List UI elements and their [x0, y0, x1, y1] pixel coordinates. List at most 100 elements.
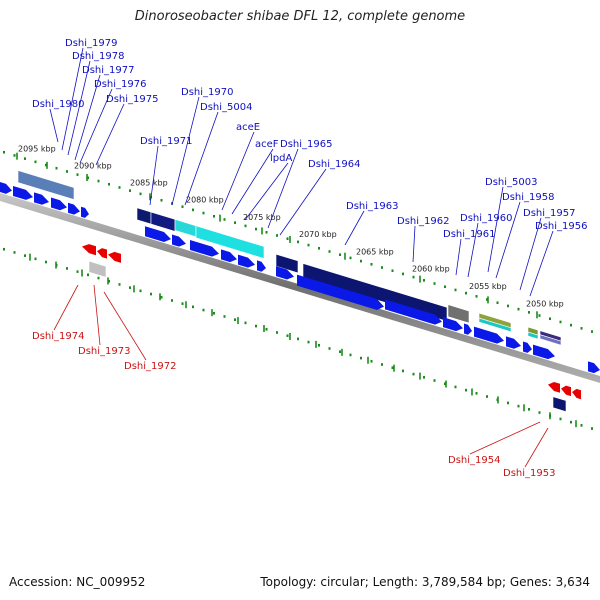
- forward-gene-arrow: [588, 361, 600, 374]
- forward-gene-arrow: [385, 299, 442, 325]
- upper-tick-dot: [391, 269, 394, 273]
- lower-tick-dot: [538, 411, 541, 414]
- reverse-gene-arrow: [548, 381, 560, 393]
- gene-label-dshi_1958: Dshi_1958: [502, 192, 554, 203]
- lower-tick-dot: [559, 417, 562, 421]
- leader-line: [495, 201, 521, 279]
- leader-line: [267, 148, 299, 229]
- feature-block: [552, 396, 567, 413]
- upper-tick-dot: [423, 279, 425, 282]
- gene-label-dshi_1980: Dshi_1980: [32, 99, 84, 110]
- gene-label-dshi_1977: Dshi_1977: [82, 65, 134, 76]
- leader-line: [279, 168, 327, 236]
- label-leaders: [49, 47, 554, 468]
- upper-tick-dot: [34, 160, 37, 164]
- lower-tick-dot: [307, 340, 310, 344]
- gene-label-dshi_1964: Dshi_1964: [308, 159, 360, 170]
- lower-tick-dot: [234, 318, 236, 321]
- lower-tick-dot: [339, 350, 341, 353]
- leader-line: [184, 111, 219, 206]
- kbp-label: 2050 kbp: [526, 299, 564, 308]
- upper-tick-dot: [24, 157, 26, 160]
- upper-tick-dot: [339, 253, 341, 256]
- kbp-label: 2075 kbp: [243, 213, 281, 222]
- lower-tick-dot: [580, 424, 583, 427]
- lower-tick-dot: [486, 395, 488, 398]
- gene-label-dshi_5003: Dshi_5003: [485, 177, 537, 188]
- lower-tick-dot: [202, 308, 205, 312]
- leader-line: [103, 291, 147, 361]
- upper-tick-dot: [349, 256, 352, 260]
- gene-label-dshi_1960: Dshi_1960: [460, 213, 512, 224]
- lower-tick-dot: [570, 420, 572, 424]
- gene-label-dshi_1979: Dshi_1979: [65, 38, 117, 49]
- leader-line: [93, 284, 101, 346]
- feature-block: [478, 317, 512, 333]
- forward-gene-arrow: [464, 323, 472, 335]
- forward-gene-arrow: [533, 344, 555, 360]
- lower-tick-dot: [454, 385, 457, 389]
- gene-label-dshi_1956: Dshi_1956: [535, 221, 587, 232]
- leader-line: [469, 421, 541, 455]
- feature-block: [136, 207, 152, 225]
- upper-tick-dot: [370, 263, 373, 266]
- lower-tick-dot: [171, 299, 173, 302]
- upper-tick-dot: [45, 163, 47, 167]
- leader-line: [149, 145, 159, 206]
- gene-labels: Dshi_1980 Dshi_1979Dshi_1978Dshi_1977Dshi…: [32, 38, 587, 479]
- lower-tick-dot: [591, 427, 593, 430]
- lower-tick-dot: [223, 315, 226, 318]
- lower-tick-dot: [507, 401, 509, 405]
- lower-tick-dot: [97, 276, 100, 280]
- tick-marks: [3, 150, 593, 430]
- upper-tick-dot: [360, 259, 362, 263]
- upper-tick-dot: [580, 327, 583, 330]
- lower-tick-dot: [34, 257, 37, 261]
- gene-label-acee: aceE: [236, 122, 260, 133]
- lower-tick-dot: [360, 356, 362, 360]
- upper-tick-dot: [496, 301, 499, 305]
- gene-label-dshi_5004: Dshi_5004: [200, 102, 252, 113]
- upper-tick-dot: [55, 166, 58, 170]
- lower-tick-dot: [66, 267, 68, 270]
- leader-line: [221, 131, 255, 211]
- leader-line: [412, 225, 416, 263]
- gene-label-dshi_1978: Dshi_1978: [72, 51, 124, 62]
- lower-tick-dot: [76, 270, 79, 273]
- kbp-label: 2070 kbp: [299, 230, 337, 239]
- lower-tick-dot: [286, 334, 289, 337]
- upper-tick-dot: [87, 176, 89, 180]
- reverse-gene-arrow: [82, 244, 96, 256]
- forward-gene-arrow: [81, 206, 89, 218]
- lower-tick-dot: [265, 327, 268, 331]
- upper-tick-dot: [76, 173, 79, 176]
- kbp-label: 2080 kbp: [186, 196, 224, 205]
- forward-gene-arrow: [257, 260, 266, 272]
- lower-tick-dot: [318, 343, 320, 347]
- feature-block: [539, 334, 562, 346]
- forward-gene-arrow: [238, 254, 255, 268]
- leader-line: [49, 108, 59, 143]
- lower-tick-dot: [192, 305, 194, 309]
- upper-tick-dot: [66, 170, 68, 173]
- lower-tick-dot: [276, 331, 278, 334]
- lower-tick-dot: [139, 289, 142, 293]
- upper-tick-dot: [234, 221, 236, 224]
- upper-tick-dot: [433, 282, 436, 285]
- forward-gene-arrow: [506, 336, 521, 349]
- leader-line: [74, 74, 101, 161]
- leader-line: [171, 96, 200, 206]
- lower-tick-dot: [13, 251, 16, 254]
- genome-title: Dinoroseobacter shibae DFL 12, complete …: [134, 9, 466, 24]
- gene-label-dshi_1970: Dshi_1970: [181, 87, 233, 98]
- lower-tick-dot: [213, 311, 215, 315]
- feature-block: [88, 260, 107, 278]
- lower-tick-dot: [24, 254, 26, 257]
- upper-tick-dot: [538, 314, 541, 317]
- forward-gene-arrow: [68, 202, 80, 215]
- upper-tick-dot: [255, 227, 257, 231]
- kbp-label: 2085 kbp: [130, 179, 168, 188]
- leader-line: [344, 210, 365, 246]
- gene-label-dshi_1963: Dshi_1963: [346, 201, 398, 212]
